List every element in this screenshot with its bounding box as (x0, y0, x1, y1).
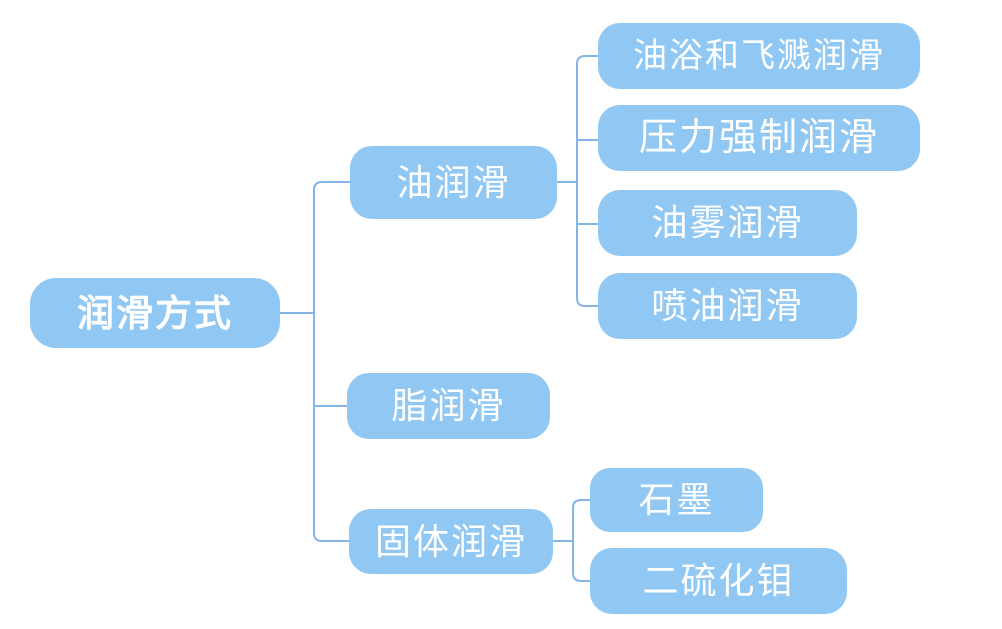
node-label: 脂润滑 (391, 385, 506, 426)
node-branch-solid-lubrication[interactable]: 固体润滑 (349, 509, 553, 574)
connector-level1-trunk (313, 181, 350, 542)
node-label: 油浴和飞溅润滑 (633, 37, 885, 75)
node-leaf-molybdenum-disulfide[interactable]: 二硫化钼 (590, 548, 847, 614)
node-label: 固体润滑 (374, 520, 527, 562)
node-branch-oil-lubrication[interactable]: 油润滑 (350, 146, 557, 219)
node-label: 喷油润滑 (651, 285, 804, 326)
node-leaf-pressure-forced[interactable]: 压力强制润滑 (598, 105, 920, 171)
node-label: 石墨 (638, 479, 715, 520)
connector-oil-trunk (576, 55, 598, 307)
node-leaf-oil-bath-splash[interactable]: 油浴和飞溅润滑 (598, 23, 920, 89)
node-root-lubrication-method[interactable]: 润滑方式 (30, 278, 280, 348)
node-label: 润滑方式 (77, 292, 233, 334)
node-leaf-graphite[interactable]: 石墨 (590, 468, 763, 532)
node-label: 二硫化钼 (642, 560, 795, 601)
node-branch-grease-lubrication[interactable]: 脂润滑 (347, 373, 550, 439)
node-label: 压力强制润滑 (638, 117, 879, 159)
node-leaf-oil-jet[interactable]: 喷油润滑 (598, 273, 857, 339)
node-leaf-oil-mist[interactable]: 油雾润滑 (598, 190, 857, 256)
node-label: 油润滑 (396, 161, 511, 203)
node-label: 油雾润滑 (651, 202, 804, 243)
connector-solid-trunk (572, 499, 590, 582)
